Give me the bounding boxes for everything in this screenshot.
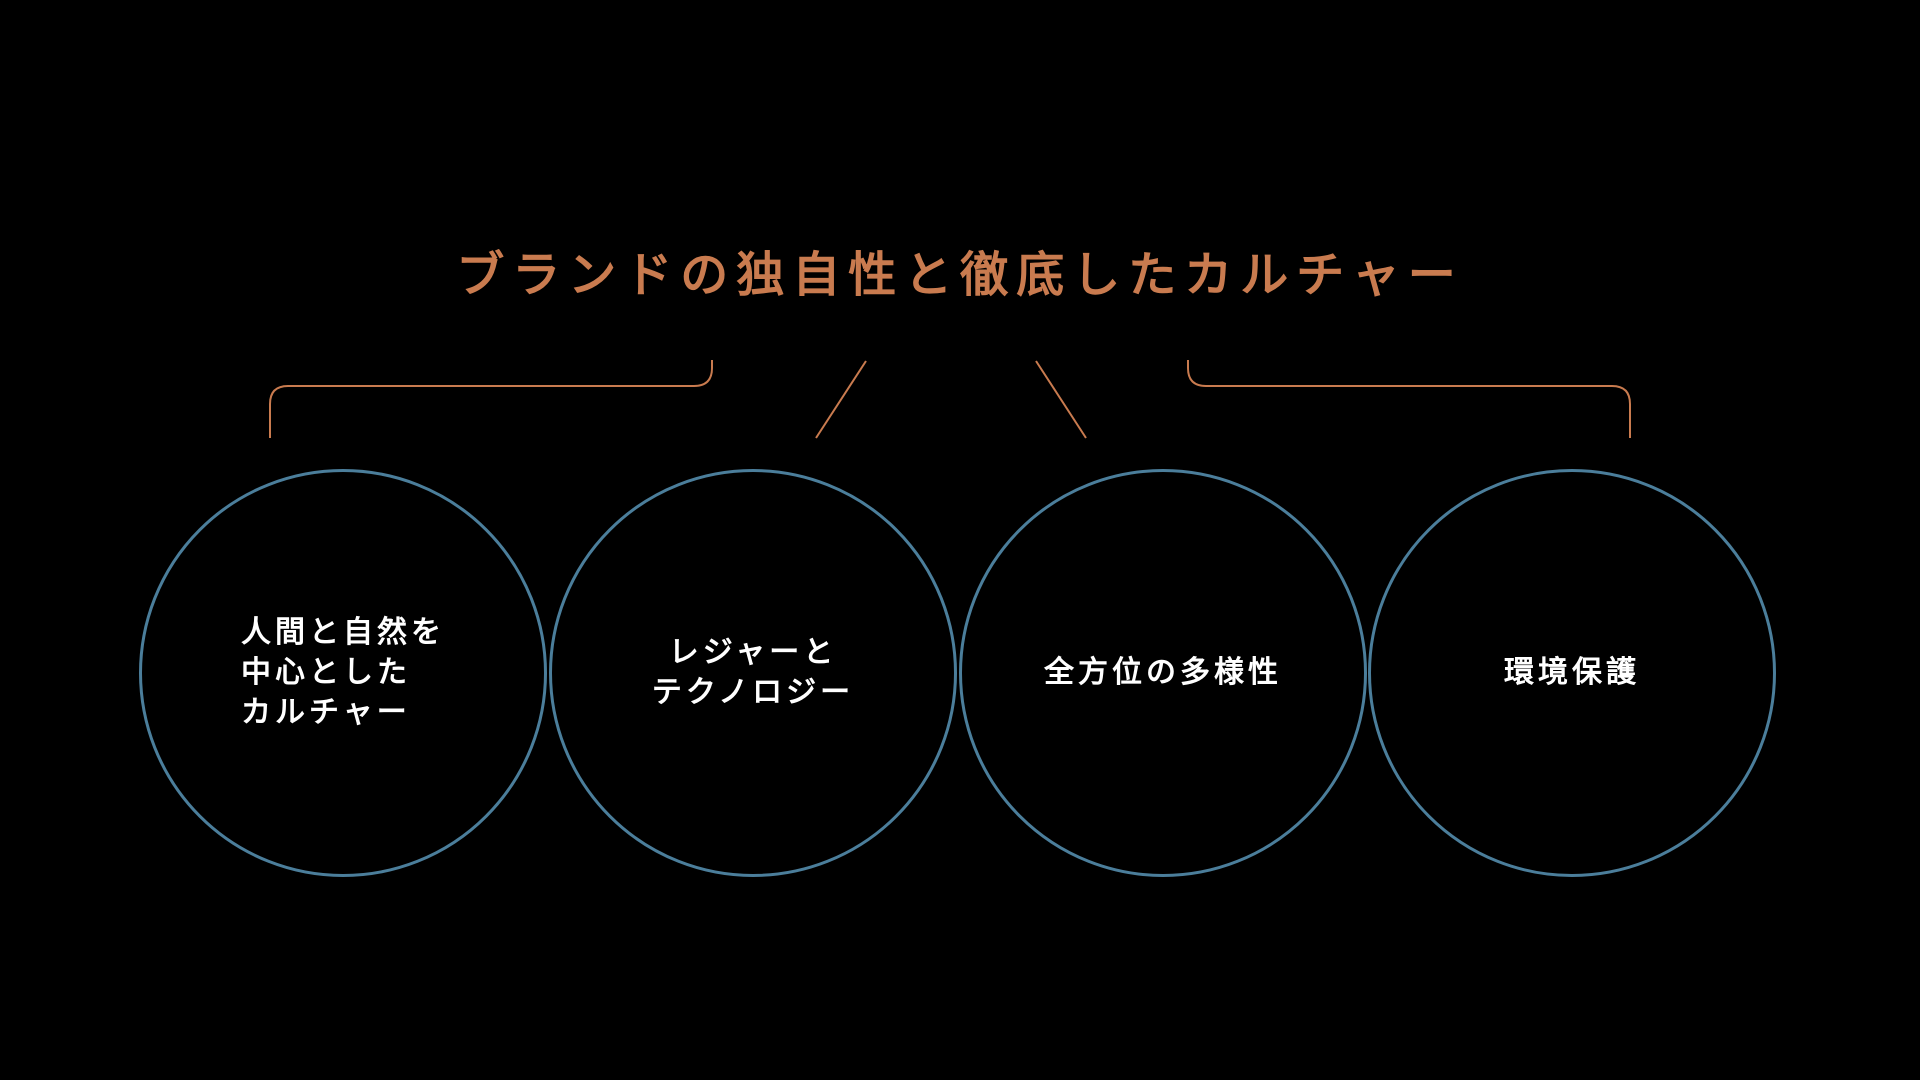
right-bracket-connector bbox=[1187, 360, 1631, 438]
left-bracket-connector bbox=[269, 360, 713, 438]
circle-label: 環境保護 bbox=[1504, 655, 1640, 690]
circle-label: 全方位の多様性 bbox=[1044, 655, 1282, 690]
diagram-title: ブランドの独自性と徹底したカルチャー bbox=[456, 247, 1464, 303]
center-left-connector bbox=[815, 360, 867, 439]
circle-environmental-protection: 環境保護 bbox=[1368, 469, 1776, 877]
center-right-connector bbox=[1035, 360, 1087, 439]
circle-diversity: 全方位の多様性 bbox=[959, 469, 1367, 877]
circle-label: レジャーと テクノロジー bbox=[651, 635, 855, 710]
circle-human-nature-culture: 人間と自然を 中心とした カルチャー bbox=[139, 469, 547, 877]
circle-leisure-technology: レジャーと テクノロジー bbox=[549, 469, 957, 877]
circle-label: 人間と自然を 中心とした カルチャー bbox=[241, 615, 445, 730]
